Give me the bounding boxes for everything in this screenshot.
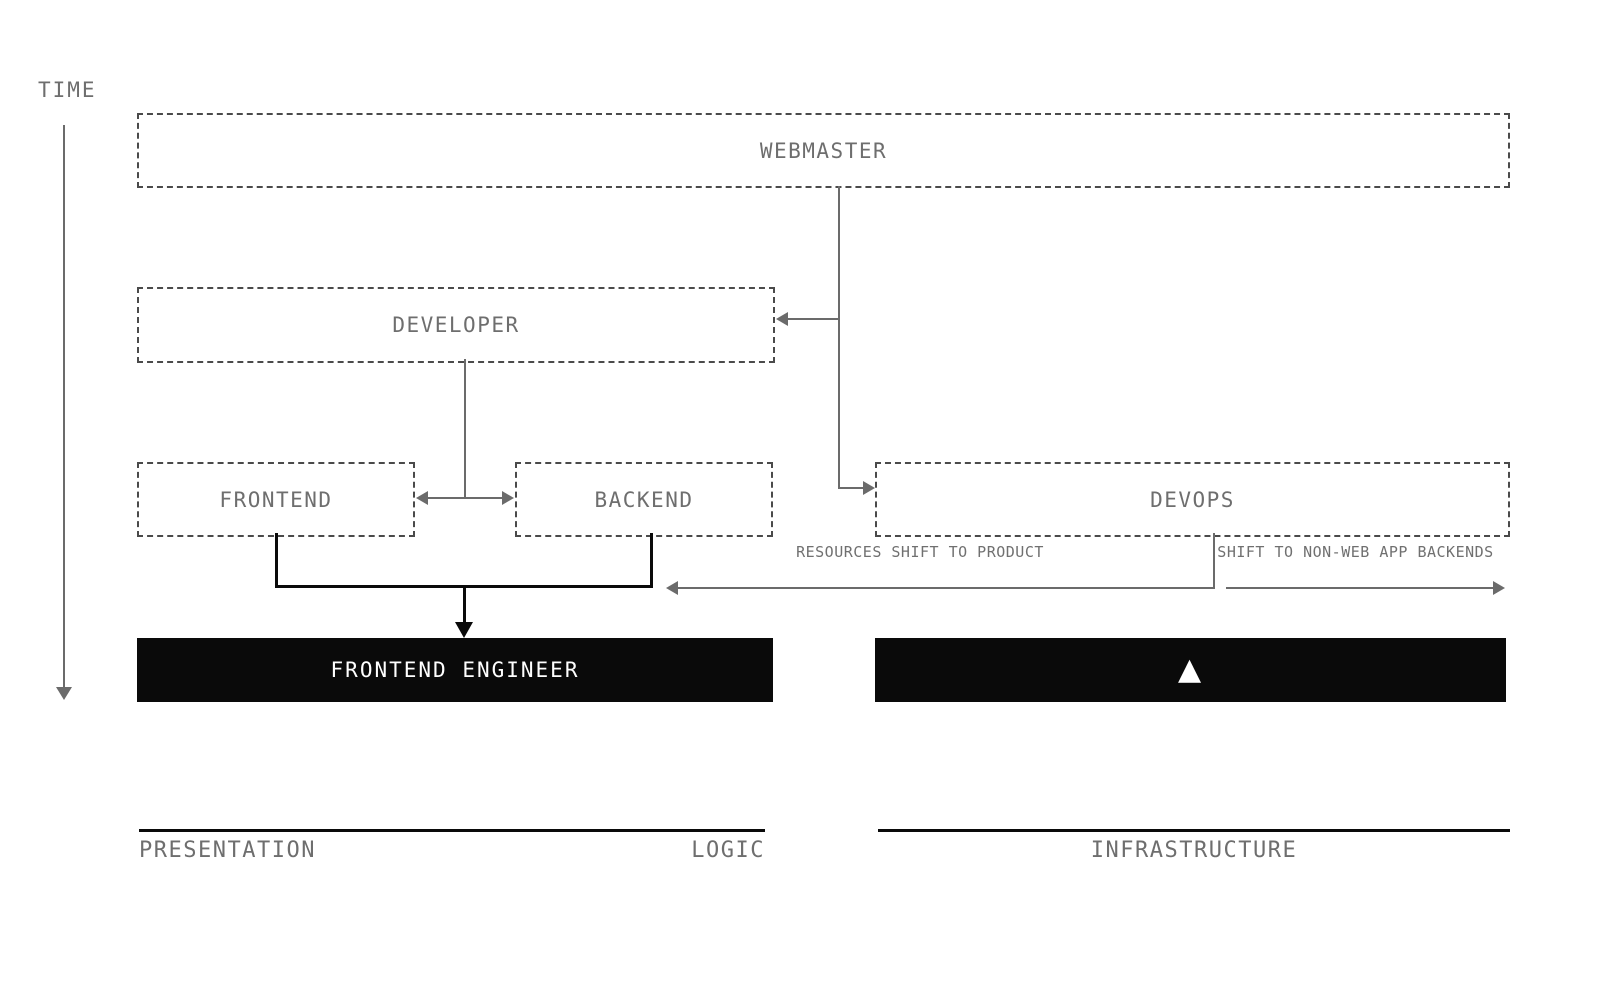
frontend-arrowhead-icon — [416, 491, 428, 505]
time-axis-arrowhead-icon — [56, 687, 72, 700]
connector-devops-stem — [1213, 533, 1215, 589]
connector-webmaster-stem — [838, 186, 840, 489]
triangle-icon: ▲ — [1177, 652, 1204, 687]
devops-arrowhead-icon — [863, 481, 875, 495]
time-axis-line — [63, 125, 65, 688]
connector-frontend-backend — [427, 497, 503, 499]
frontend-box: FRONTEND — [137, 462, 415, 537]
connector-webmaster-to-devops — [838, 487, 864, 489]
infrastructure-line — [878, 829, 1510, 832]
developer-arrowhead-icon — [776, 312, 788, 326]
backends-shift-annotation: SHIFT TO NON-WEB APP BACKENDS — [1217, 543, 1494, 561]
webmaster-label: WEBMASTER — [759, 138, 888, 163]
backend-label: BACKEND — [594, 487, 694, 512]
connector-merge-stem — [463, 585, 466, 623]
infrastructure-label: INFRASTRUCTURE — [1090, 838, 1298, 863]
developer-label: DEVELOPER — [392, 313, 520, 337]
backend-arrowhead-icon — [502, 491, 514, 505]
infrastructure-engineer-box: ▲ — [875, 638, 1506, 702]
presentation-label: PRESENTATION — [139, 838, 316, 863]
logic-label: LOGIC — [691, 838, 765, 863]
developer-box: DEVELOPER — [137, 287, 775, 363]
frontend-engineer-box: FRONTEND ENGINEER — [137, 638, 773, 702]
frontend-label: FRONTEND — [219, 487, 333, 512]
resources-shift-arrow-line — [678, 587, 1215, 589]
connector-frontend-drop — [275, 533, 278, 588]
devops-label: DEVOPS — [1150, 487, 1235, 512]
backend-box: BACKEND — [515, 462, 773, 537]
resources-shift-annotation: RESOURCES SHIFT TO PRODUCT — [796, 543, 1044, 561]
webmaster-box: WEBMASTER — [137, 113, 1510, 188]
presentation-logic-line — [139, 829, 765, 832]
merge-arrowhead-down-icon — [455, 622, 473, 638]
connector-webmaster-to-developer — [788, 318, 839, 320]
backends-shift-arrow-line — [1226, 587, 1494, 589]
connector-backend-drop — [650, 533, 653, 588]
resources-shift-arrowhead-icon — [666, 581, 678, 595]
frontend-engineer-label: FRONTEND ENGINEER — [330, 658, 580, 682]
devops-box: DEVOPS — [875, 462, 1510, 537]
backends-shift-arrowhead-icon — [1493, 581, 1505, 595]
time-label: TIME — [38, 78, 97, 102]
connector-developer-stem — [464, 359, 466, 499]
